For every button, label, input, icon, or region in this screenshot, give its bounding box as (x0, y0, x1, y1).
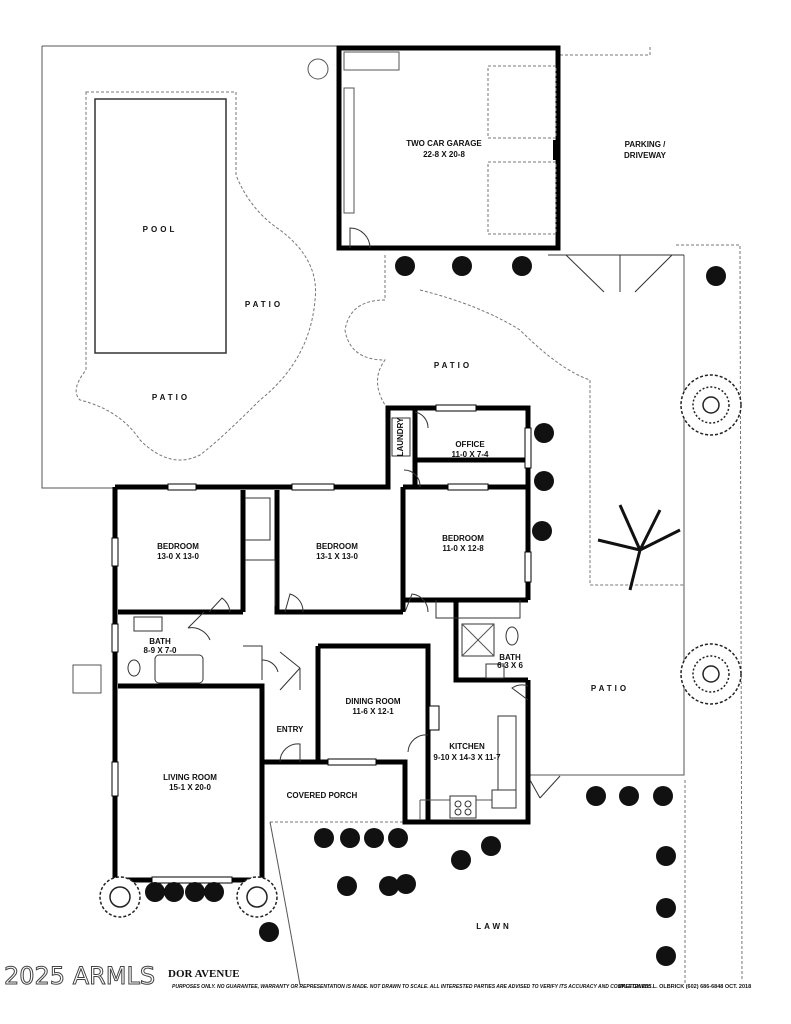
kitchen-fixtures (419, 715, 517, 820)
entry-label: ENTRY (277, 725, 304, 734)
shrub (534, 471, 554, 491)
parking-label: PARKING / (625, 140, 667, 149)
bedroom-1-dims: 13-0 X 13-0 (157, 552, 199, 561)
shrub-cluster-right (236, 876, 278, 918)
kitchen-label: KITCHEN (449, 742, 485, 751)
doors (187, 411, 561, 799)
bath-2-dims: 6-3 X 6 (497, 661, 523, 670)
laundry-label: LAUNDRY (396, 417, 405, 456)
shrub (396, 874, 416, 894)
shrub (586, 786, 606, 806)
tree-branching (597, 504, 681, 591)
lawn-label: LAWN (476, 922, 512, 931)
bath-fixtures (127, 417, 519, 684)
patio-label-east: PATIO (591, 684, 629, 693)
dining-room-label: DINING ROOM (345, 697, 400, 706)
shrub (451, 850, 471, 870)
shrub (534, 423, 554, 443)
shrub (656, 946, 676, 966)
bath-1-label: BATH (149, 637, 171, 646)
shrub (706, 266, 726, 286)
garage-label: TWO CAR GARAGE (406, 139, 482, 148)
bedroom-3-dims: 11-0 X 12-8 (442, 544, 484, 553)
living-room-label: LIVING ROOM (163, 773, 217, 782)
pool (94, 98, 227, 354)
garage (336, 45, 561, 251)
trees (99, 374, 742, 918)
disclaimer: PURPOSES ONLY. NO GUARANTEE, WARRANTY OR… (172, 984, 653, 990)
pool-area (75, 58, 329, 461)
tree-north (680, 374, 742, 436)
patio-label-pool-right: PATIO (245, 300, 283, 309)
shrub (388, 828, 408, 848)
patio-label-pool-bottom: PATIO (152, 393, 190, 402)
office-dims: 11-0 X 7-4 (452, 450, 489, 459)
shrub (653, 786, 673, 806)
shrub (452, 256, 472, 276)
shrub (379, 876, 399, 896)
shrub (364, 828, 384, 848)
sketch-credit: SKETCH BY: L. OLBRICK (602) 686-6848 OCT… (618, 984, 751, 990)
footer: DOR AVENUE PURPOSES ONLY. NO GUARANTEE, … (4, 962, 752, 991)
bedroom-1-label: BEDROOM (157, 542, 199, 551)
shrub (185, 882, 205, 902)
watermark: 2025 ARMLS (4, 962, 155, 990)
driveway-gate (548, 254, 684, 293)
lot-outline (41, 45, 743, 986)
garage-dims: 22-8 X 20-8 (423, 150, 465, 159)
dining-room-dims: 11-6 X 12-1 (352, 707, 394, 716)
shrub (337, 876, 357, 896)
shrub (314, 828, 334, 848)
bedroom-2-dims: 13-1 X 13-0 (316, 552, 358, 561)
shrub (656, 846, 676, 866)
shrub (619, 786, 639, 806)
bath-2-label: BATH (499, 653, 521, 662)
driveway-label: DRIVEWAY (624, 151, 667, 160)
shrub-cluster-left (99, 876, 141, 918)
shrub (164, 882, 184, 902)
office-label: OFFICE (455, 440, 485, 449)
bath-1-dims: 8-9 X 7-0 (144, 646, 177, 655)
shrub (395, 256, 415, 276)
kitchen-dims: 9-10 X 14-3 X 11-7 (433, 753, 501, 762)
shrub (145, 882, 165, 902)
shrub (481, 836, 501, 856)
shrub (340, 828, 360, 848)
shrub (204, 882, 224, 902)
shrub (656, 898, 676, 918)
covered-porch-label: COVERED PORCH (287, 791, 358, 800)
shrubs (145, 256, 726, 966)
street-name: DOR AVENUE (168, 968, 240, 980)
patio-outline (344, 255, 684, 586)
bedroom-2-label: BEDROOM (316, 542, 358, 551)
tree-south (680, 643, 742, 705)
shrub (259, 922, 279, 942)
patio-label-center: PATIO (434, 361, 472, 370)
living-room-dims: 15-1 X 20-0 (169, 783, 211, 792)
windows (72, 404, 532, 884)
shrub (512, 256, 532, 276)
pool-label: POOL (143, 225, 178, 234)
shrub (532, 521, 552, 541)
bedroom-3-label: BEDROOM (442, 534, 484, 543)
